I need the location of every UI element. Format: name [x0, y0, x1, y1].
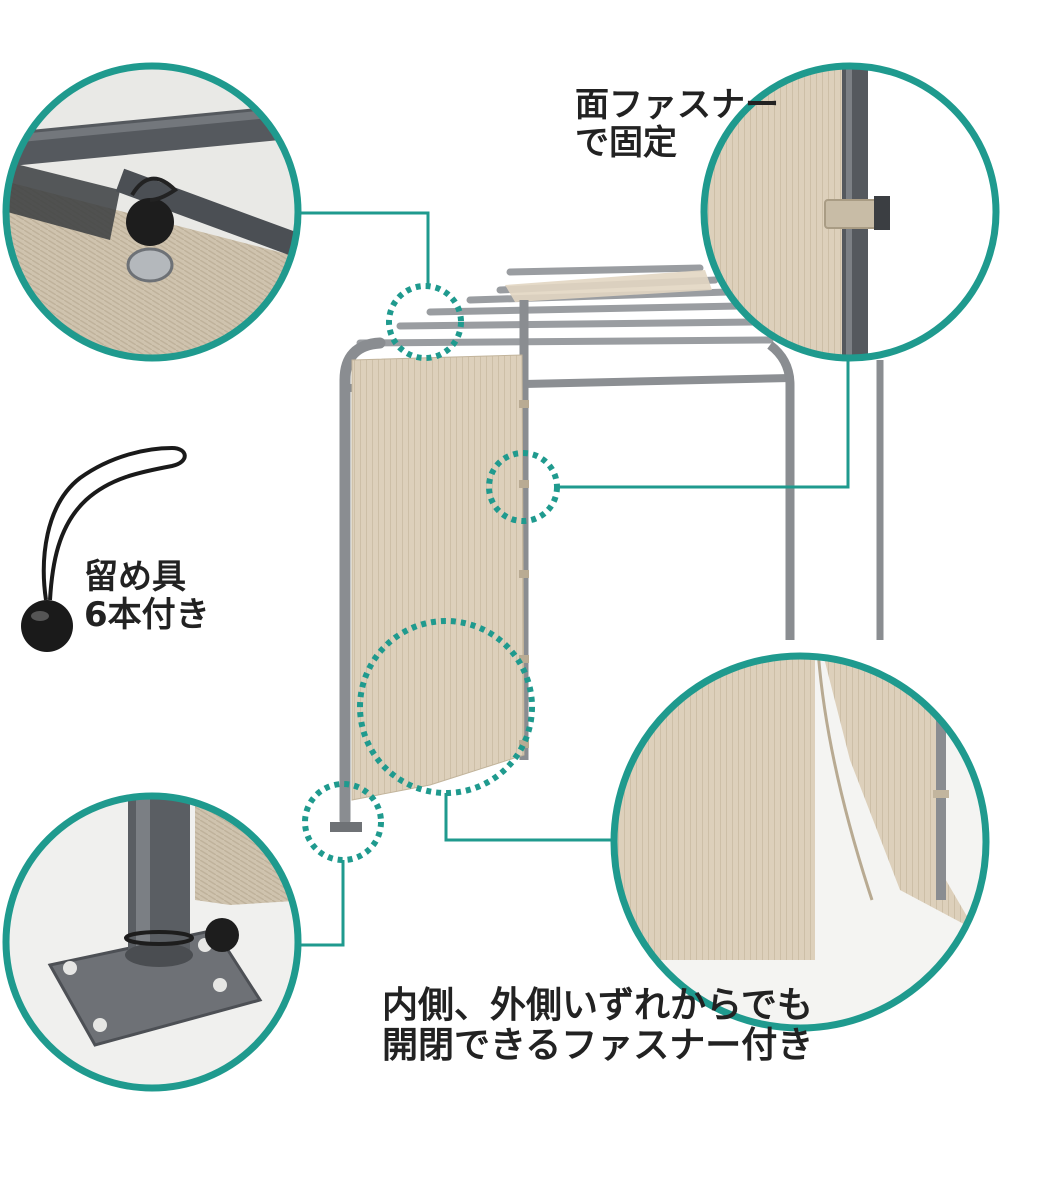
detail-circle-top-left — [2, 62, 302, 362]
zipper-line-2: 開閉できるファスナー付き — [382, 1025, 814, 1067]
detail-circle-bottom-right — [610, 652, 990, 1032]
zipper-callout-text: 内側、外側いずれからでも 開閉できるファスナー付き — [382, 985, 814, 1067]
fasteners-callout-text: 留め具 6本付き — [84, 558, 210, 634]
bungee-knob-icon — [126, 198, 174, 246]
fasteners-line-1: 留め具 — [84, 557, 186, 597]
velcro-line-1: 面ファスナー — [575, 85, 779, 125]
callout-lines — [298, 211, 850, 947]
bungee-cord-icon — [21, 445, 187, 652]
bungee-ball-icon — [205, 918, 239, 952]
zoom-marker-top — [386, 283, 464, 361]
zoom-marker-base — [302, 781, 384, 863]
side-shade-panel — [351, 354, 525, 801]
fasteners-line-2: 6本付き — [84, 595, 210, 636]
velcro-line-2: で固定 — [575, 123, 677, 164]
zipper-line-1: 内側、外側いずれからでも — [382, 985, 813, 1026]
velcro-callout-text: 面ファスナー で固定 — [575, 86, 779, 162]
detail-circle-top-right — [700, 62, 1000, 362]
detail-circle-bottom-left — [2, 792, 302, 1092]
